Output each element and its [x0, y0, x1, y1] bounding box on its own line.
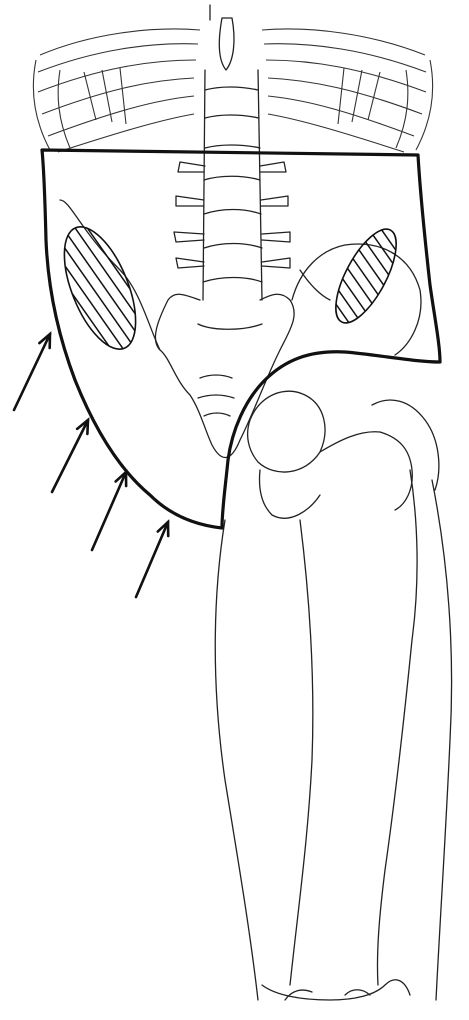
sacrum	[155, 294, 294, 457]
hatched-region-right	[320, 200, 420, 350]
arrow-4	[136, 522, 168, 597]
arrow-2	[52, 420, 88, 492]
arrow-1	[14, 334, 50, 410]
arrow-3	[92, 472, 126, 550]
spine	[174, 70, 290, 300]
arrows	[14, 334, 168, 597]
femur	[215, 470, 451, 1000]
rib-cage	[33, 5, 432, 152]
hatched-region-left	[40, 200, 170, 380]
